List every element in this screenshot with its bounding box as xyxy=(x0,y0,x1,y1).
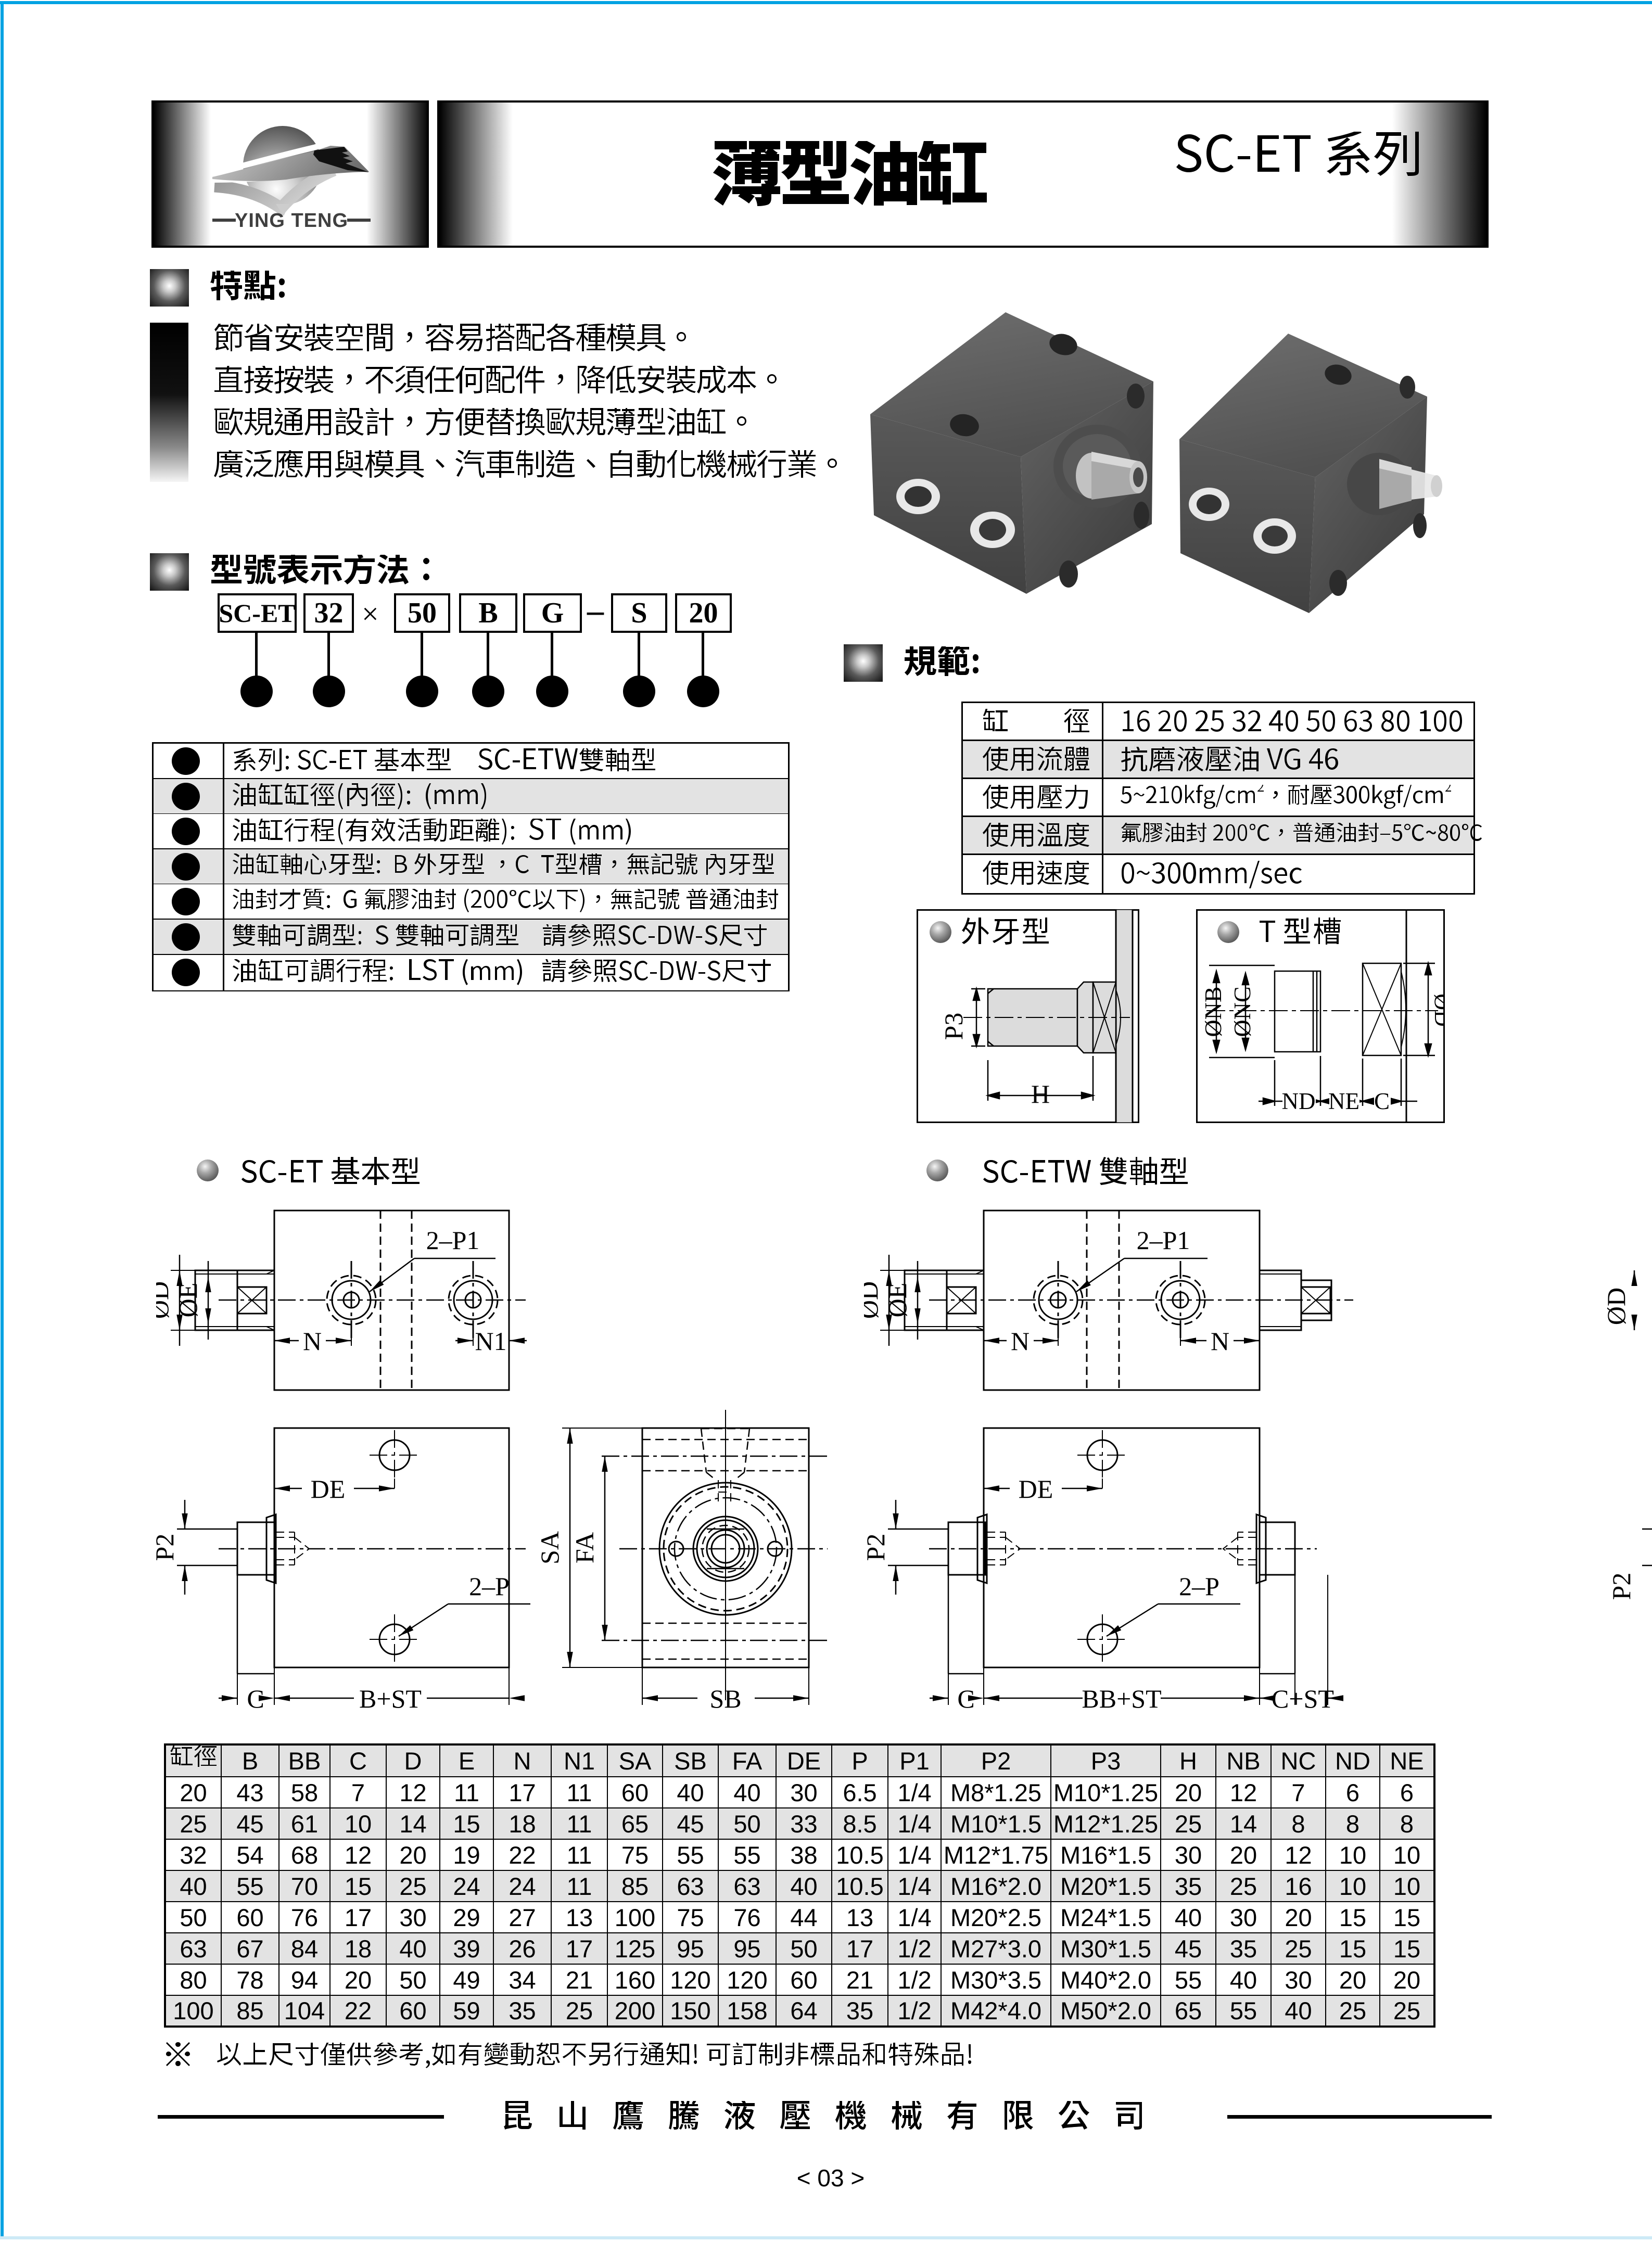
svg-text:ØE: ØE xyxy=(173,1283,202,1318)
svg-text:2–P: 2–P xyxy=(1179,1572,1219,1601)
svg-text:ØD: ØD xyxy=(864,1281,883,1319)
svg-text:B+ST: B+ST xyxy=(359,1684,422,1713)
svg-text:SA: SA xyxy=(535,1531,564,1564)
svg-text:ØD: ØD xyxy=(1602,1288,1631,1325)
svg-text:P3: P3 xyxy=(939,1013,968,1040)
svg-text:DE: DE xyxy=(311,1474,346,1504)
svg-text:N1: N1 xyxy=(475,1327,506,1356)
svg-text:SB: SB xyxy=(709,1684,741,1713)
svg-text:N: N xyxy=(1011,1327,1030,1356)
svg-text:DE: DE xyxy=(1019,1474,1053,1504)
svg-text:P2: P2 xyxy=(156,1534,179,1561)
svg-text:ØNC: ØNC xyxy=(1229,986,1255,1037)
svg-text:C+ST: C+ST xyxy=(1272,1684,1334,1713)
svg-text:YING TENG: YING TENG xyxy=(235,210,348,231)
svg-text:P2: P2 xyxy=(1607,1573,1636,1600)
svg-text:2–P1: 2–P1 xyxy=(1137,1226,1190,1255)
svg-text:C: C xyxy=(957,1684,974,1713)
svg-text:C: C xyxy=(247,1684,264,1713)
svg-text:N: N xyxy=(303,1327,322,1356)
svg-text:ØNB: ØNB xyxy=(1200,986,1226,1037)
svg-text:H: H xyxy=(1031,1079,1050,1109)
svg-text:NE: NE xyxy=(1328,1088,1359,1114)
svg-text:P2: P2 xyxy=(864,1534,890,1561)
svg-text:ØD: ØD xyxy=(156,1281,174,1319)
svg-text:2–P1: 2–P1 xyxy=(426,1226,480,1255)
svg-text:ØE: ØE xyxy=(883,1283,912,1318)
svg-text:2–P: 2–P xyxy=(469,1572,510,1601)
svg-text:ND: ND xyxy=(1282,1088,1316,1114)
svg-text:C: C xyxy=(1374,1088,1390,1114)
svg-text:N: N xyxy=(1211,1327,1229,1356)
svg-text:FA: FA xyxy=(570,1532,599,1563)
svg-text:BB+ST: BB+ST xyxy=(1082,1684,1161,1713)
svg-text:ØD: ØD xyxy=(1430,993,1445,1027)
